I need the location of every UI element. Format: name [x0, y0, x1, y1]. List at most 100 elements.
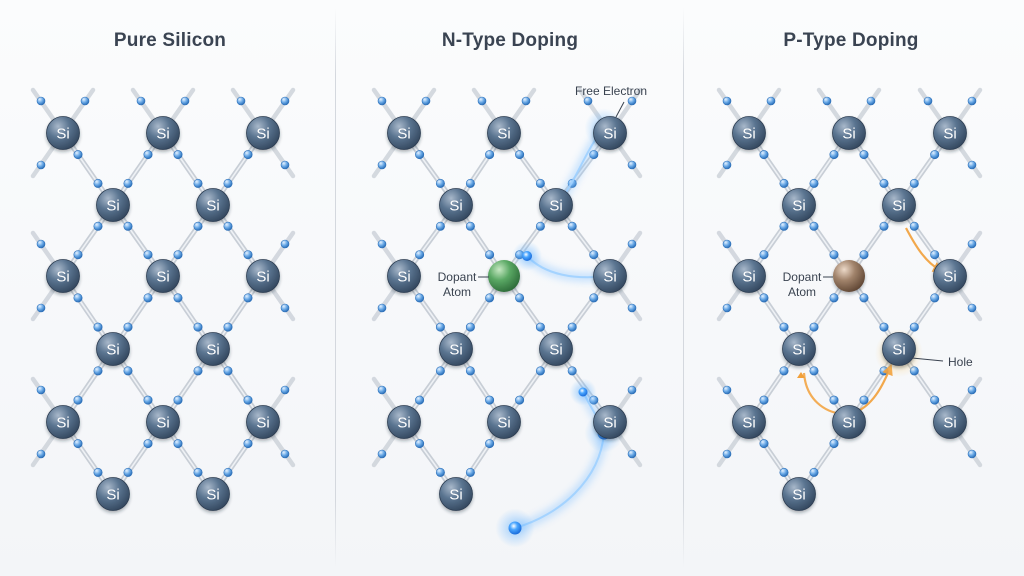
silicon-symbol: Si — [206, 342, 219, 359]
panel-divider-left — [335, 8, 336, 568]
bond-electron — [193, 322, 203, 332]
bond-electron — [829, 439, 839, 449]
silicon-atom: Si — [782, 332, 816, 366]
silicon-atom: Si — [593, 259, 627, 293]
bond-electron — [193, 467, 203, 477]
silicon-atom: Si — [933, 116, 967, 150]
silicon-symbol: Si — [397, 415, 410, 432]
bond-electron — [909, 178, 919, 188]
bond-electron — [515, 395, 525, 405]
free-electron — [508, 521, 522, 535]
silicon-atom: Si — [593, 405, 627, 439]
silicon-symbol: Si — [156, 415, 169, 432]
silicon-symbol: Si — [106, 487, 119, 504]
bond-electron — [36, 303, 46, 313]
bond-electron — [535, 366, 545, 376]
bond-electron — [435, 322, 445, 332]
bond-electron — [415, 250, 425, 260]
silicon-symbol: Si — [156, 126, 169, 143]
silicon-atom: Si — [539, 188, 573, 222]
bond-electron — [759, 395, 769, 405]
bond-electron — [36, 160, 46, 170]
hole-pointer — [911, 357, 944, 362]
bond-electron — [465, 322, 475, 332]
silicon-symbol: Si — [792, 198, 805, 215]
bond-electron — [280, 160, 290, 170]
bond-electron — [243, 439, 253, 449]
bond-electron — [722, 239, 732, 249]
bond-electron — [515, 150, 525, 160]
bond-electron — [123, 322, 133, 332]
silicon-symbol: Si — [603, 126, 616, 143]
silicon-atom: Si — [46, 116, 80, 150]
bond-electron — [280, 449, 290, 459]
silicon-symbol: Si — [742, 126, 755, 143]
bond-electron — [930, 395, 940, 405]
silicon-atom: Si — [832, 116, 866, 150]
silicon-symbol: Si — [842, 415, 855, 432]
bond-electron — [759, 439, 769, 449]
bond-electron — [722, 96, 732, 106]
bond-electron — [93, 322, 103, 332]
silicon-symbol: Si — [156, 269, 169, 286]
bond-electron — [722, 449, 732, 459]
bond-electron — [193, 178, 203, 188]
bond-electron — [143, 395, 153, 405]
silicon-atom: Si — [439, 332, 473, 366]
free-electron — [522, 251, 532, 261]
dopant-atom — [833, 260, 865, 292]
bond-electron — [967, 385, 977, 395]
silicon-atom: Si — [439, 477, 473, 511]
bond-electron — [829, 395, 839, 405]
silicon-atom: Si — [96, 332, 130, 366]
silicon-symbol: Si — [497, 126, 510, 143]
bond-electron — [73, 439, 83, 449]
silicon-atom: Si — [539, 332, 573, 366]
bond-electron — [759, 293, 769, 303]
silicon-symbol: Si — [256, 269, 269, 286]
bond-electron — [759, 150, 769, 160]
bond-electron — [567, 221, 577, 231]
bond-electron — [535, 178, 545, 188]
silicon-atom: Si — [146, 405, 180, 439]
bond-electron — [521, 96, 531, 106]
silicon-symbol: Si — [56, 415, 69, 432]
silicon-symbol: Si — [449, 487, 462, 504]
bond-electron — [93, 221, 103, 231]
silicon-atom: Si — [146, 259, 180, 293]
bond-electron — [435, 178, 445, 188]
dopant-atom — [488, 260, 520, 292]
silicon-symbol: Si — [549, 198, 562, 215]
bond-electron — [415, 395, 425, 405]
bond-electron — [223, 178, 233, 188]
bond-electron — [567, 366, 577, 376]
silicon-symbol: Si — [449, 342, 462, 359]
bond-electron — [415, 439, 425, 449]
bond-electron — [766, 96, 776, 106]
bond-electron — [93, 178, 103, 188]
bond-electron — [36, 449, 46, 459]
bond-electron — [759, 250, 769, 260]
bond-electron — [627, 385, 637, 395]
bond-electron — [589, 293, 599, 303]
bond-electron — [627, 449, 637, 459]
bond-electron — [80, 96, 90, 106]
silicon-atom: Si — [882, 188, 916, 222]
bond-electron — [485, 395, 495, 405]
bond-electron — [193, 221, 203, 231]
silicon-atom: Si — [387, 405, 421, 439]
bond-electron — [930, 293, 940, 303]
bond-electron — [779, 221, 789, 231]
silicon-symbol: Si — [742, 269, 755, 286]
bond-electron — [627, 96, 637, 106]
bond-electron — [143, 439, 153, 449]
silicon-symbol: Si — [397, 269, 410, 286]
silicon-atom: Si — [439, 188, 473, 222]
bond-electron — [143, 150, 153, 160]
bond-electron — [967, 160, 977, 170]
bond-electron — [809, 178, 819, 188]
silicon-symbol: Si — [497, 415, 510, 432]
bond-electron — [123, 221, 133, 231]
silicon-atom: Si — [196, 332, 230, 366]
silicon-symbol: Si — [397, 126, 410, 143]
